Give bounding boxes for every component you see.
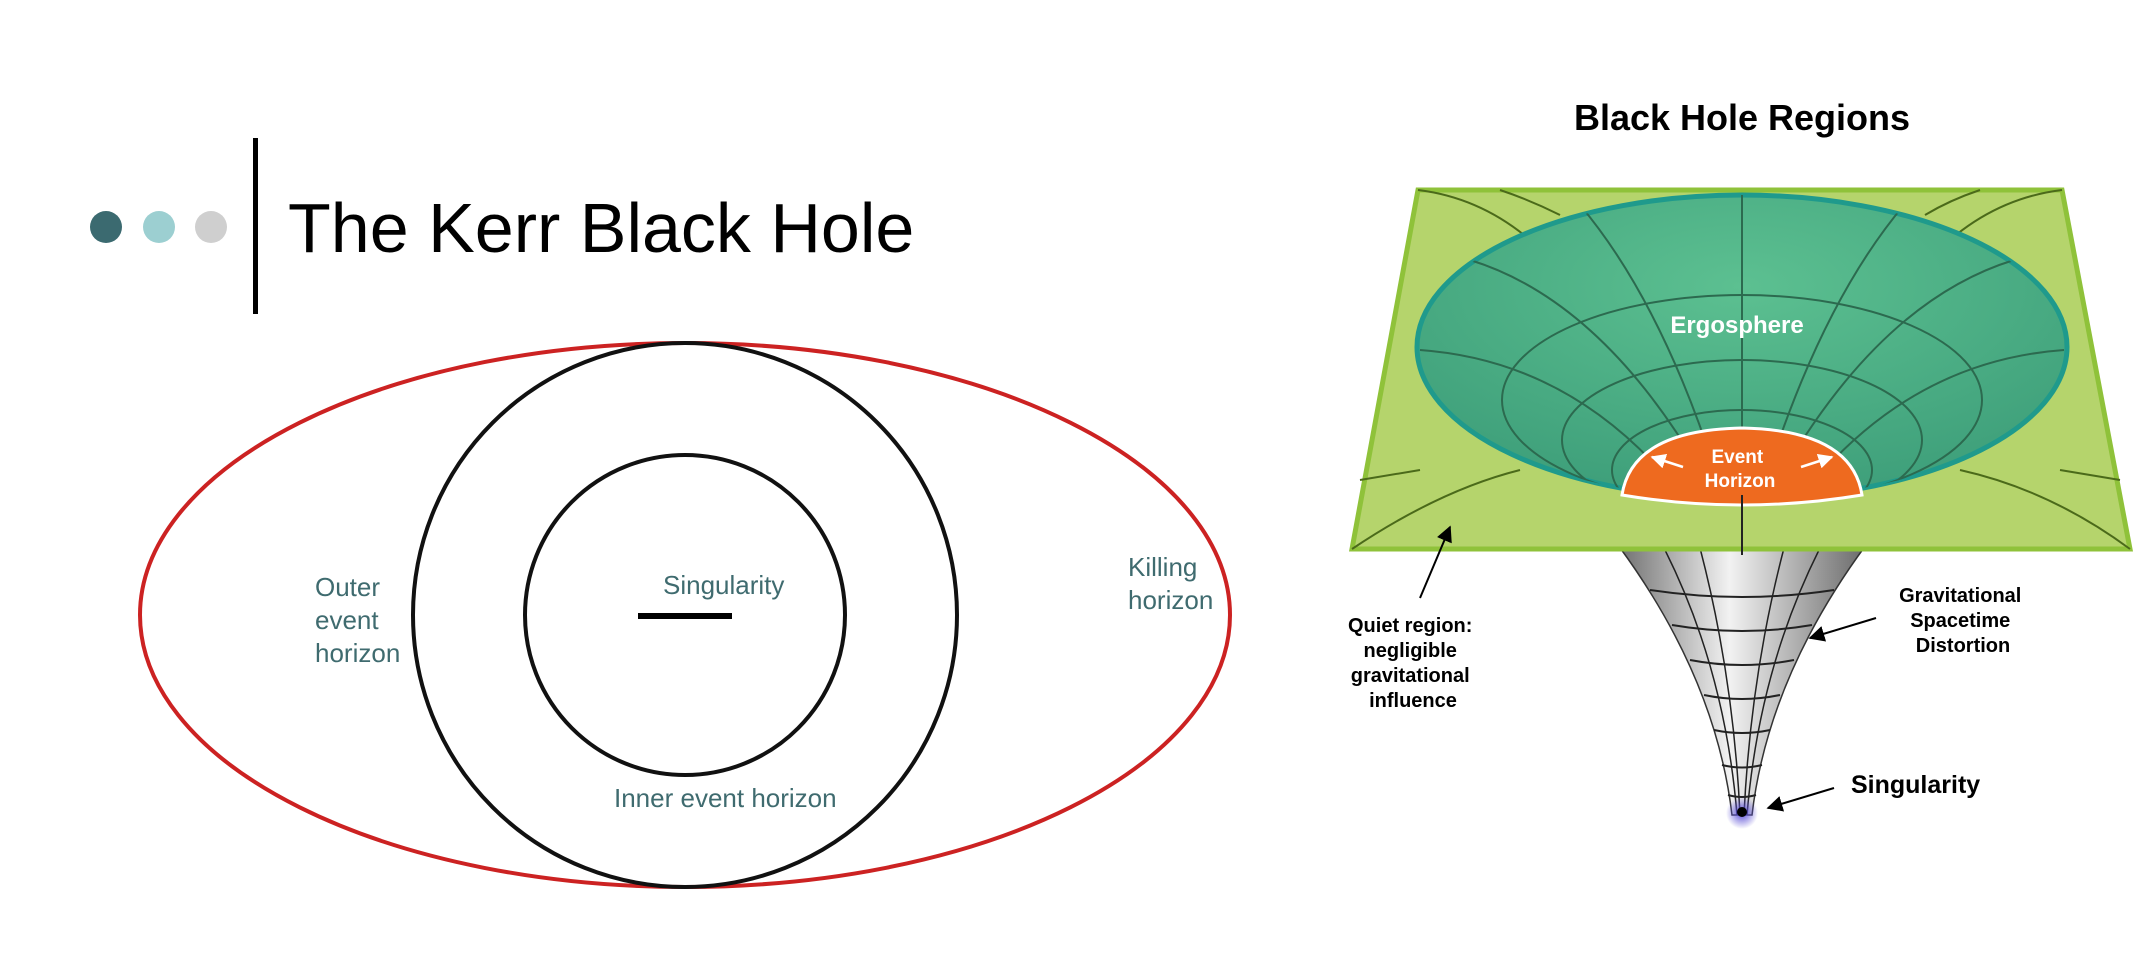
bullet-dot-1 [90, 211, 122, 243]
kerr-diagram: Outer event horizon Killing horizon Sing… [138, 341, 1232, 889]
bullet-dot-2 [143, 211, 175, 243]
bullet-dot-3 [195, 211, 227, 243]
event-horizon-arrow-right [1800, 454, 1834, 469]
slide-header: The Kerr Black Hole [90, 138, 914, 314]
singularity-label: Singularity [663, 570, 784, 600]
outer-event-horizon-circle [411, 341, 959, 889]
singularity-ring-line [638, 613, 732, 619]
killing-horizon-label: Killing horizon [1128, 552, 1213, 615]
gravity-well-funnel [1616, 544, 1868, 829]
title-divider [253, 138, 258, 314]
outer-event-horizon-label: Outer event horizon [315, 572, 400, 668]
distortion-arrow [1808, 617, 1877, 642]
distortion-label: Gravitational Spacetime Distortion [1899, 585, 2027, 657]
ergosphere-label: Ergosphere [1670, 312, 1803, 339]
regions-title: Black Hole Regions [1574, 97, 1910, 138]
singularity-point [1737, 807, 1747, 817]
singularity-arrow [1766, 787, 1835, 812]
event-horizon-arrow-left [1650, 454, 1684, 469]
quiet-region-label: Quiet region: negligible gravitational i… [1348, 615, 1478, 712]
slide-title: The Kerr Black Hole [288, 189, 914, 267]
inner-event-horizon-label: Inner event horizon [614, 783, 837, 813]
regions-diagram: Black Hole Regions [1348, 97, 2134, 829]
inner-event-horizon-circle [523, 453, 847, 777]
event-horizon-label: Event Horizon [1705, 447, 1776, 492]
event-horizon-dome [1620, 426, 1864, 507]
regions-singularity-label: Singularity [1851, 771, 1980, 799]
quiet-region-arrow [1419, 525, 1452, 599]
